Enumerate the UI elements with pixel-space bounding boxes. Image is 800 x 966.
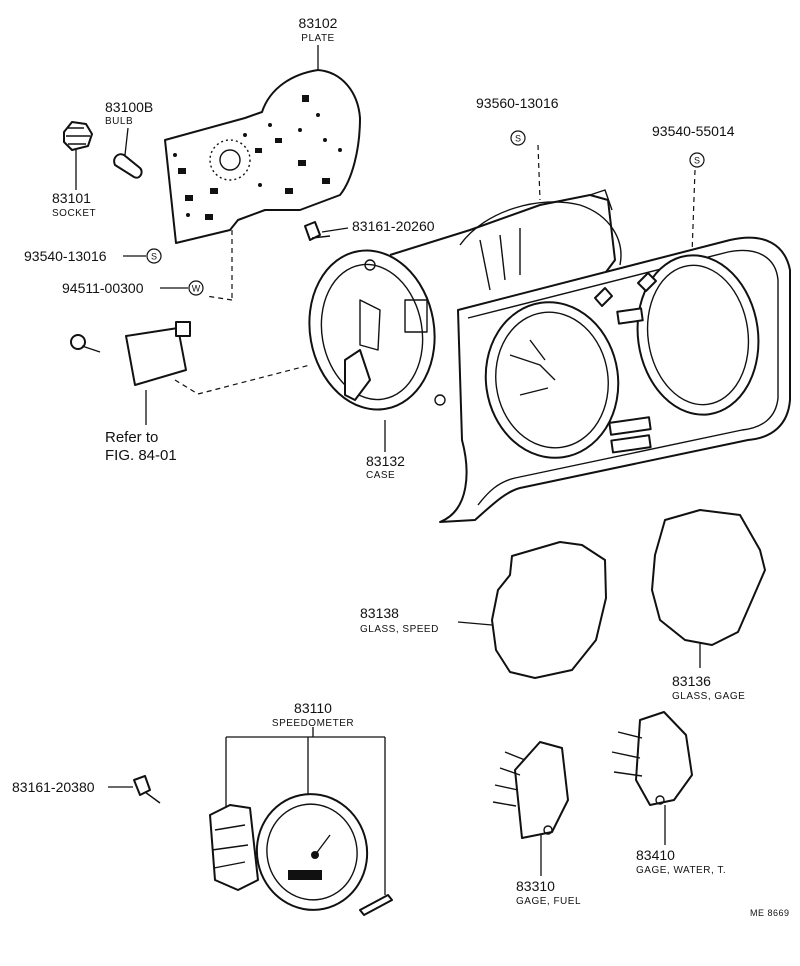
plate-part	[164, 69, 361, 244]
bulb-part	[113, 153, 143, 179]
screw-93540-55014-number: 93540-55014	[652, 123, 735, 139]
speedometer-part	[209, 793, 393, 916]
glass-gage-name: GLASS, GAGE	[672, 691, 745, 702]
refer-line1: Refer to	[105, 429, 158, 446]
mark-s-93560-text: S	[515, 134, 521, 144]
screw-93540-13016-number: 93540-13016	[24, 248, 107, 264]
screw-93560-number: 93560-13016	[476, 95, 559, 111]
screw-83161-20380-number: 83161-20380	[12, 779, 95, 795]
connector-part	[70, 321, 191, 386]
mark-s-93540-55014: S	[689, 152, 705, 168]
speedometer-number: 83110	[294, 700, 332, 716]
gage-water-number: 83410	[636, 847, 675, 863]
socket-name: SOCKET	[52, 208, 96, 219]
mark-s-93540-13016: S	[146, 248, 162, 264]
case-name: CASE	[366, 470, 395, 481]
gage-water-name: GAGE, WATER, T.	[636, 865, 726, 876]
bulb-name: BULB	[105, 116, 133, 127]
mark-s-93560: S	[510, 130, 526, 146]
figure-code: ME 8669	[750, 908, 790, 918]
gage-fuel-part	[492, 741, 569, 839]
glass-speed-number: 83138	[360, 605, 399, 621]
bulb-number: 83100B	[105, 99, 153, 115]
socket-part	[63, 121, 93, 151]
speedometer-name: SPEEDOMETER	[272, 718, 354, 729]
screw-83161-20260-part	[304, 221, 331, 241]
refer-line2: FIG. 84-01	[105, 447, 177, 464]
case-part	[308, 189, 622, 411]
plate-number: 83102	[299, 15, 338, 31]
glass-speed-name: GLASS, SPEED	[360, 624, 439, 635]
mark-s-93540-13016-text: S	[151, 252, 157, 262]
plate-name: PLATE	[301, 33, 334, 44]
screw-83161-20380-part	[133, 775, 161, 804]
washer-94511-number: 94511-00300	[62, 280, 144, 296]
glass-gage-part	[651, 509, 766, 646]
gage-fuel-number: 83310	[516, 878, 555, 894]
glass-speed-part	[491, 541, 607, 679]
mark-w-94511: W	[188, 280, 204, 296]
mark-w-94511-text: W	[192, 284, 201, 294]
socket-number: 83101	[52, 190, 91, 206]
gage-fuel-name: GAGE, FUEL	[516, 896, 581, 907]
glass-gage-number: 83136	[672, 673, 711, 689]
screw-83161-20260-number: 83161-20260	[352, 218, 435, 234]
case-number: 83132	[366, 453, 405, 469]
gage-water-part	[611, 711, 693, 806]
bezel-part	[439, 236, 791, 523]
mark-s-93540-55014-text: S	[694, 156, 700, 166]
